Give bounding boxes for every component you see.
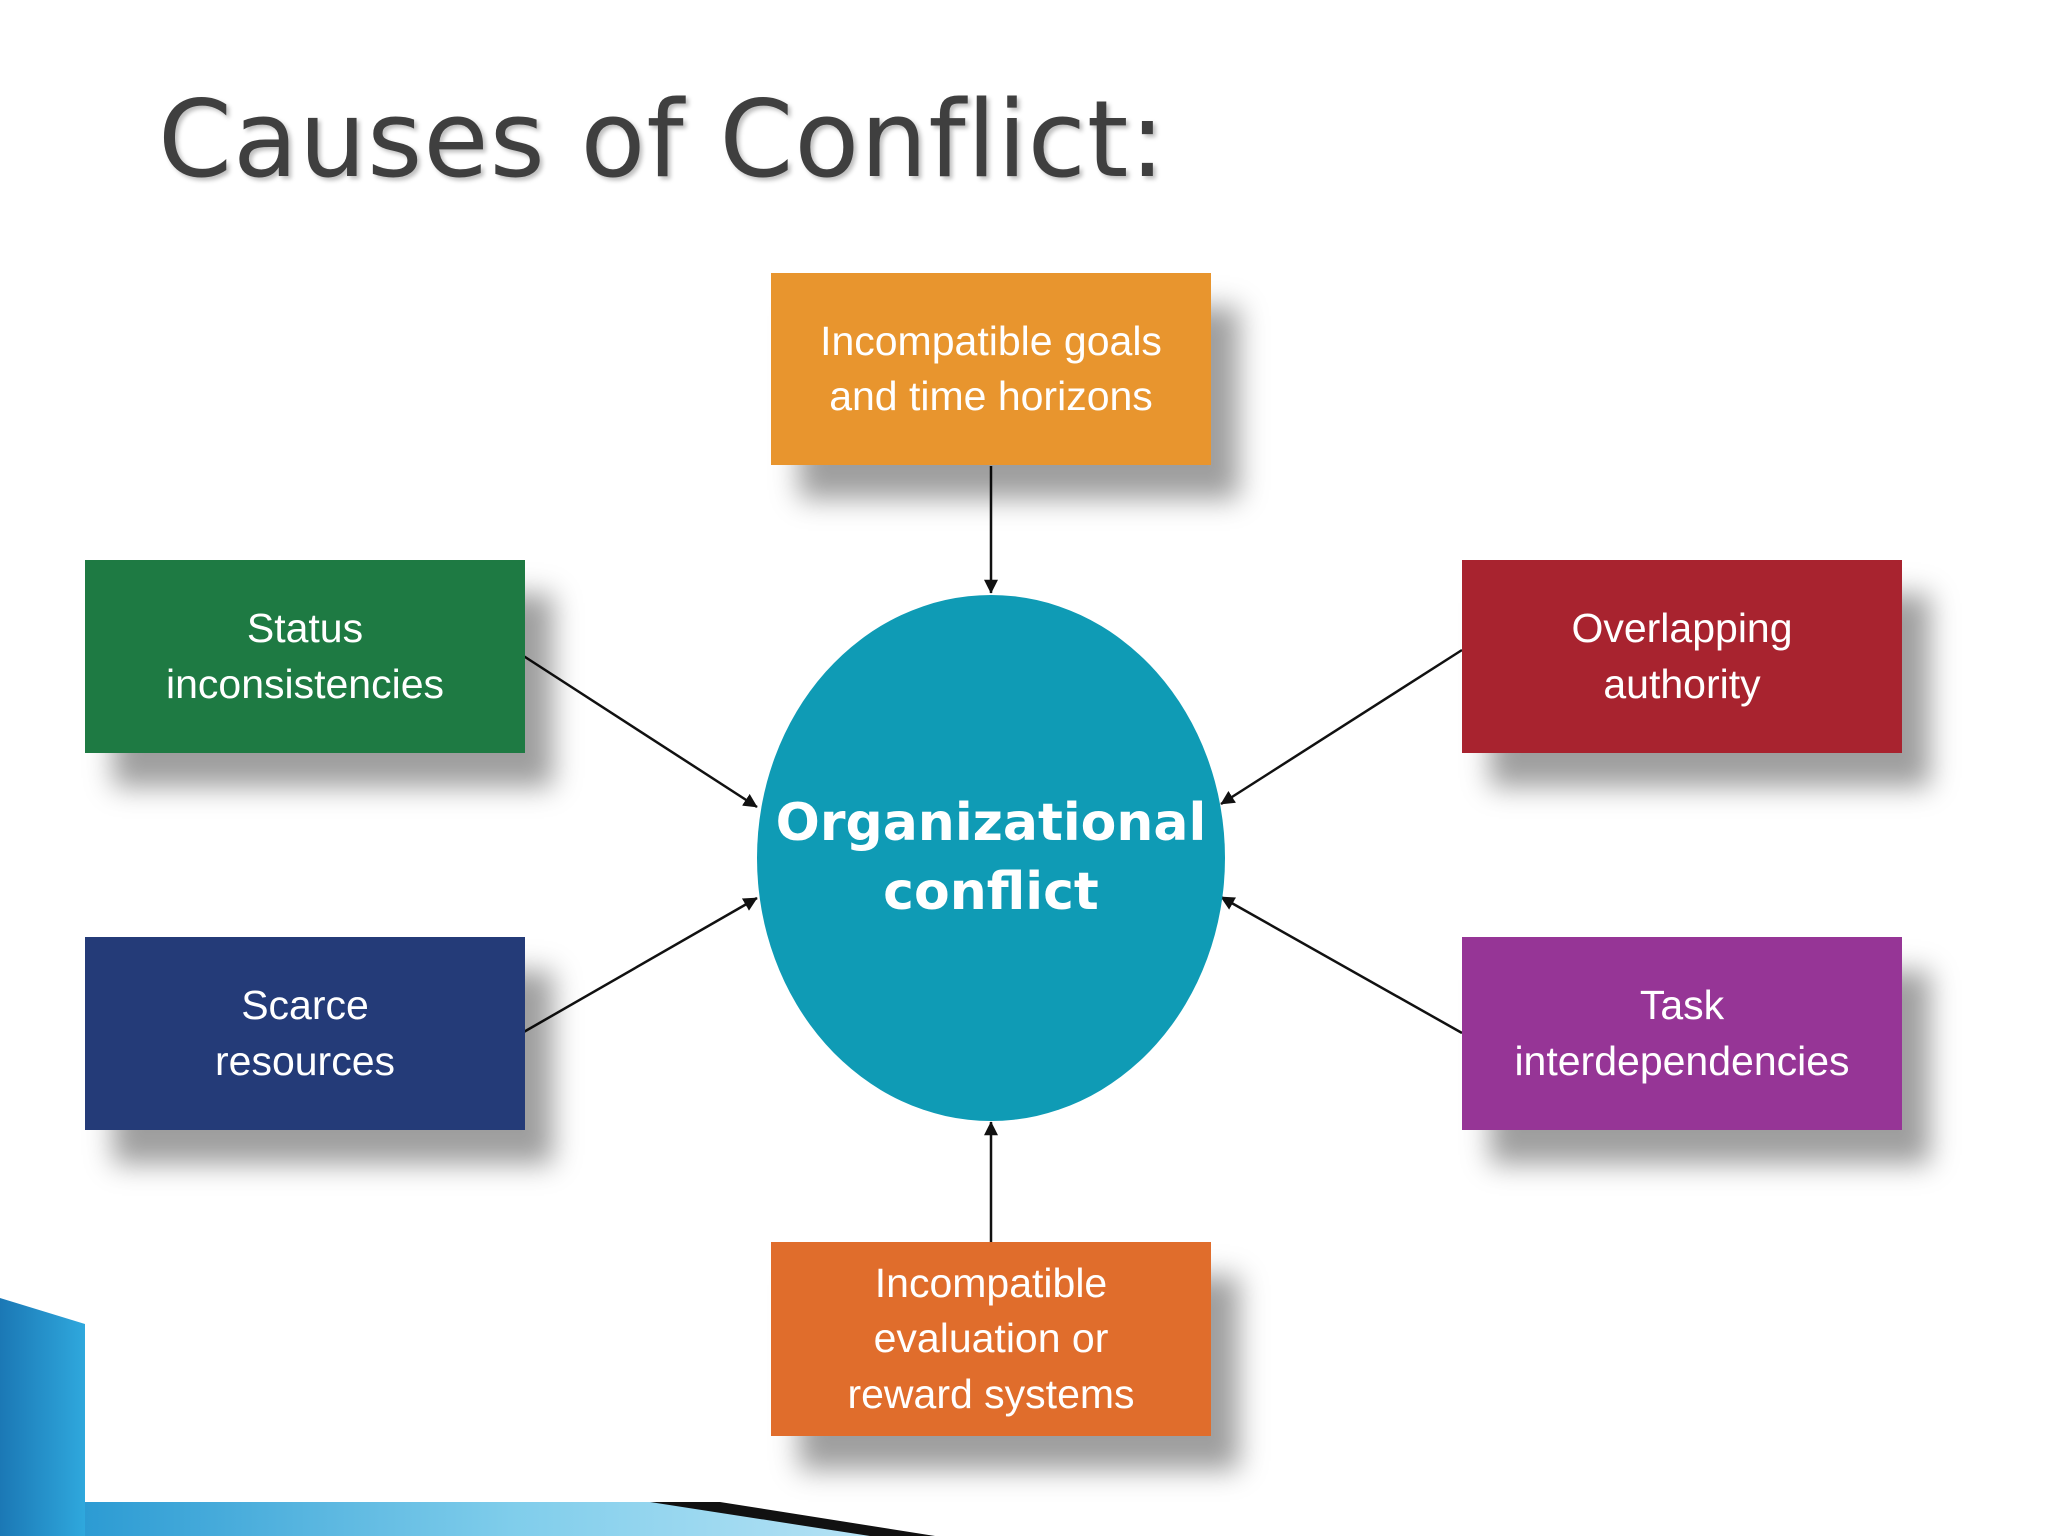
cause-box-incompatible-goals: Incompatible goals and time horizons	[771, 273, 1211, 465]
cause-box-overlapping-authority: Overlapping authority	[1462, 560, 1902, 753]
cause-label-scarce-resources: Scarce resources	[214, 982, 395, 1084]
cause-label-task-interdependencies: Task interdependencies	[1514, 982, 1850, 1084]
slide-title: Causes of Conflict:	[158, 78, 1167, 201]
cause-box-scarce-resources: Scarce resources	[85, 937, 525, 1130]
cause-label-incompatible-goals: Incompatible goals and time horizons	[820, 317, 1162, 419]
arrow-status	[521, 653, 758, 809]
cause-box-incompatible-evaluation: Incompatible evaluation or reward system…	[771, 1242, 1211, 1436]
cause-box-task-interdependencies: Task interdependencies	[1462, 937, 1902, 1130]
cause-label-status-inconsistencies: Status inconsistencies	[165, 605, 445, 707]
cause-label-overlapping-authority: Overlapping authority	[1571, 605, 1793, 707]
cause-box-status-inconsistencies: Status inconsistencies	[85, 560, 525, 753]
arrow-task	[1220, 895, 1463, 1035]
center-node-label: Organizational conflict	[775, 792, 1207, 922]
cause-label-incompatible-evaluation: Incompatible evaluation or reward system…	[847, 1259, 1135, 1417]
center-node-organizational-conflict: Organizational conflict	[757, 595, 1225, 1121]
arrow-authority	[1220, 648, 1463, 806]
arrow-resources	[521, 896, 758, 1035]
